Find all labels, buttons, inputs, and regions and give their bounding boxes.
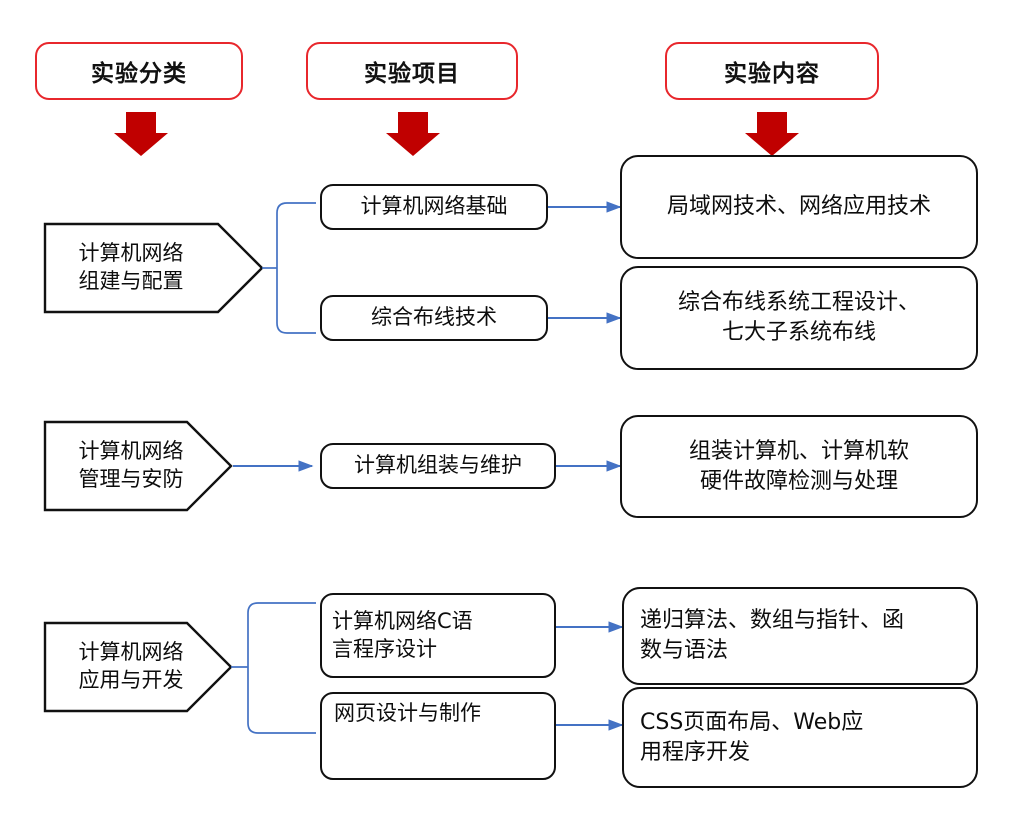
item-box-2-1[interactable]: 计算机组装与维护 bbox=[320, 443, 556, 489]
content-box-2-1[interactable]: 组装计算机、计算机软 硬件故障检测与处理 bbox=[620, 415, 978, 518]
category-2-line2: 管理与安防 bbox=[78, 467, 184, 491]
item-box-3-2-label: 网页设计与制作 bbox=[334, 701, 481, 725]
header-pill-category[interactable]: 实验分类 bbox=[35, 42, 243, 100]
content-box-2-1-line1: 组装计算机、计算机软 bbox=[688, 438, 909, 464]
item-box-1-2-label: 综合布线技术 bbox=[371, 305, 497, 330]
category-3-line1: 计算机网络 bbox=[78, 640, 184, 665]
content-box-1-2[interactable]: 综合布线系统工程设计、 七大子系统布线 bbox=[620, 266, 978, 370]
item-box-3-1-line2: 言程序设计 bbox=[332, 636, 437, 661]
category-1-line2: 组建与配置 bbox=[78, 269, 184, 293]
content-box-3-2-line1: CSS页面布局、Web应 bbox=[640, 709, 864, 735]
category-3-label: 计算机网络 应用与开发 bbox=[45, 623, 217, 711]
category-1-line1: 计算机网络 bbox=[78, 241, 184, 266]
category-1-label: 计算机网络 组建与配置 bbox=[45, 224, 217, 312]
content-box-3-1-line1: 递归算法、数组与指针、函 bbox=[640, 608, 905, 634]
down-arrow-icon-3 bbox=[745, 112, 799, 156]
item-box-1-2[interactable]: 综合布线技术 bbox=[320, 295, 548, 341]
connector-brace-3 bbox=[231, 602, 316, 734]
content-box-1-1[interactable]: 局域网技术、网络应用技术 bbox=[620, 155, 978, 259]
category-2-line1: 计算机网络 bbox=[78, 439, 184, 464]
connector-brace-1 bbox=[262, 202, 316, 334]
category-2[interactable]: 计算机网络 管理与安防 bbox=[45, 422, 231, 510]
content-box-1-2-line1: 综合布线系统工程设计、 bbox=[677, 290, 920, 316]
item-box-3-1-line1: 计算机网络C语 bbox=[332, 609, 473, 634]
category-2-label: 计算机网络 管理与安防 bbox=[45, 422, 217, 510]
category-3[interactable]: 计算机网络 应用与开发 bbox=[45, 623, 231, 711]
item-box-3-1[interactable]: 计算机网络C语 言程序设计 bbox=[320, 593, 556, 678]
content-box-3-1[interactable]: 递归算法、数组与指针、函 数与语法 bbox=[622, 587, 978, 685]
header-label-content: 实验内容 bbox=[724, 61, 820, 87]
item-box-2-1-label: 计算机组装与维护 bbox=[354, 453, 522, 478]
header-label-project: 实验项目 bbox=[364, 61, 460, 87]
category-shape-3 bbox=[43, 621, 233, 713]
content-box-1-1-line1: 局域网技术、网络应用技术 bbox=[666, 194, 931, 220]
header-label-category: 实验分类 bbox=[91, 61, 187, 87]
item-box-1-1-label: 计算机网络基础 bbox=[360, 194, 508, 219]
category-1[interactable]: 计算机网络 组建与配置 bbox=[45, 224, 262, 312]
category-3-line2: 应用与开发 bbox=[78, 668, 184, 692]
content-box-1-2-line2: 七大子系统布线 bbox=[721, 320, 876, 345]
category-shape-1 bbox=[43, 222, 264, 314]
down-arrow-icon-2 bbox=[386, 112, 440, 156]
header-pill-project[interactable]: 实验项目 bbox=[306, 42, 518, 100]
header-pill-content[interactable]: 实验内容 bbox=[665, 42, 879, 100]
content-box-3-1-line2: 数与语法 bbox=[640, 638, 729, 663]
content-box-3-2-line2: 用程序开发 bbox=[640, 739, 751, 765]
item-box-3-2[interactable]: 网页设计与制作 bbox=[320, 692, 556, 780]
content-box-2-1-line2: 硬件故障检测与处理 bbox=[699, 468, 898, 494]
down-arrow-icon-1 bbox=[114, 112, 168, 156]
content-box-3-2[interactable]: CSS页面布局、Web应 用程序开发 bbox=[622, 687, 978, 788]
item-box-1-1[interactable]: 计算机网络基础 bbox=[320, 184, 548, 230]
category-shape-2 bbox=[43, 420, 233, 512]
